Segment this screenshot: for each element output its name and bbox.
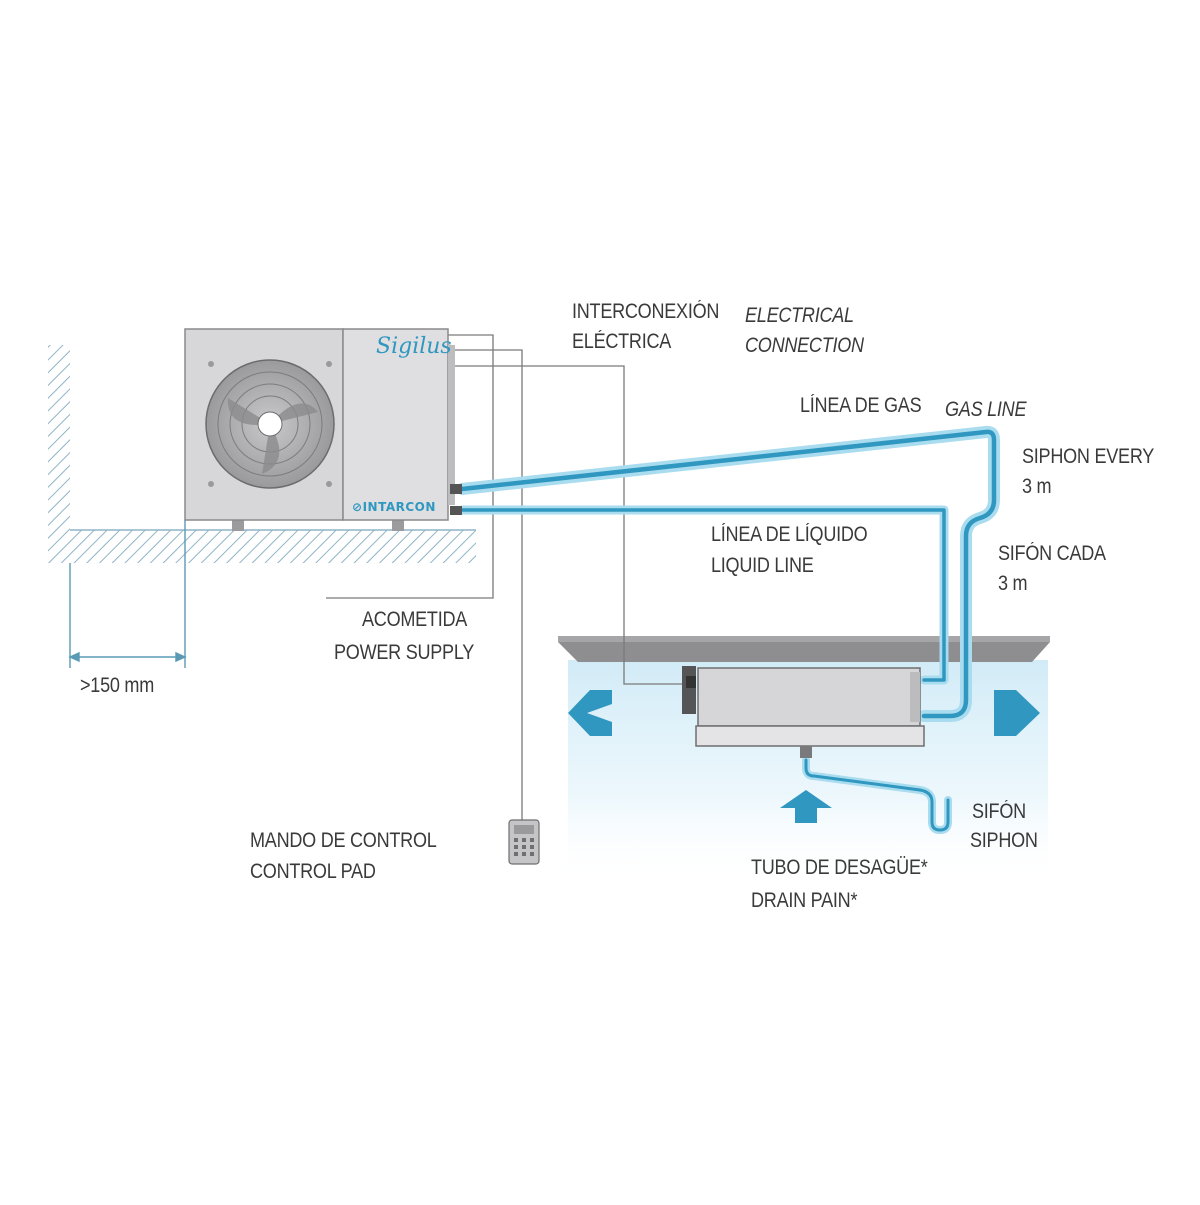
label-power-en: POWER SUPPLY bbox=[334, 641, 475, 664]
fan-icon bbox=[205, 359, 335, 489]
control-pad-icon bbox=[508, 819, 540, 865]
air-arrows bbox=[568, 690, 1040, 823]
outdoor-unit bbox=[184, 328, 462, 531]
refrigerant-pipes bbox=[456, 425, 1000, 834]
label-gas-en: GAS LINE bbox=[945, 398, 1027, 421]
label-electrical-en-1: ELECTRICAL bbox=[745, 304, 854, 327]
air-left-arrow-icon bbox=[568, 690, 612, 736]
label-electrical-en-2: CONNECTION bbox=[745, 334, 864, 357]
label-liquid-en: LIQUID LINE bbox=[711, 554, 814, 577]
air-up-arrow-icon bbox=[780, 790, 832, 823]
logo-label: INTARCON bbox=[362, 500, 436, 514]
brand-logo-text: ⊘INTARCON bbox=[352, 500, 436, 514]
label-sifon-cada-2: 3 m bbox=[998, 572, 1028, 595]
label-control-es: MANDO DE CONTROL bbox=[250, 829, 437, 852]
outdoor-wall bbox=[48, 345, 70, 563]
label-liquid-es: LÍNEA DE LÍQUIDO bbox=[711, 523, 868, 546]
ceiling-slab bbox=[558, 636, 1050, 662]
clearance-dimension bbox=[68, 520, 187, 668]
label-interconnect-es-1: INTERCONEXIÓN bbox=[572, 300, 720, 323]
label-sifon-cada-1: SIFÓN CADA bbox=[998, 542, 1106, 565]
label-gas-es: LÍNEA DE GAS bbox=[800, 394, 922, 417]
brand-script-text: Sigilus bbox=[376, 334, 452, 359]
air-right-arrow-icon bbox=[994, 690, 1040, 736]
logo-icon: ⊘ bbox=[352, 500, 363, 514]
label-clearance: >150 mm bbox=[80, 674, 154, 697]
label-interconnect-es-2: ELÉCTRICA bbox=[572, 330, 672, 353]
label-siphon-every-1: SIPHON EVERY bbox=[1022, 445, 1155, 468]
indoor-unit bbox=[682, 666, 925, 758]
label-siphon-every-2: 3 m bbox=[1022, 475, 1052, 498]
label-sifon-es: SIFÓN bbox=[972, 800, 1026, 823]
label-drain-en: DRAIN PAIN* bbox=[751, 889, 858, 912]
outdoor-floor bbox=[70, 529, 476, 563]
label-control-en: CONTROL PAD bbox=[250, 860, 376, 883]
label-siphon-en: SIPHON bbox=[970, 829, 1038, 852]
electrical-wires bbox=[326, 334, 690, 820]
label-drain-es: TUBO DE DESAGÜE* bbox=[751, 856, 928, 879]
service-valves bbox=[450, 484, 462, 515]
label-power-es: ACOMETIDA bbox=[362, 608, 468, 631]
